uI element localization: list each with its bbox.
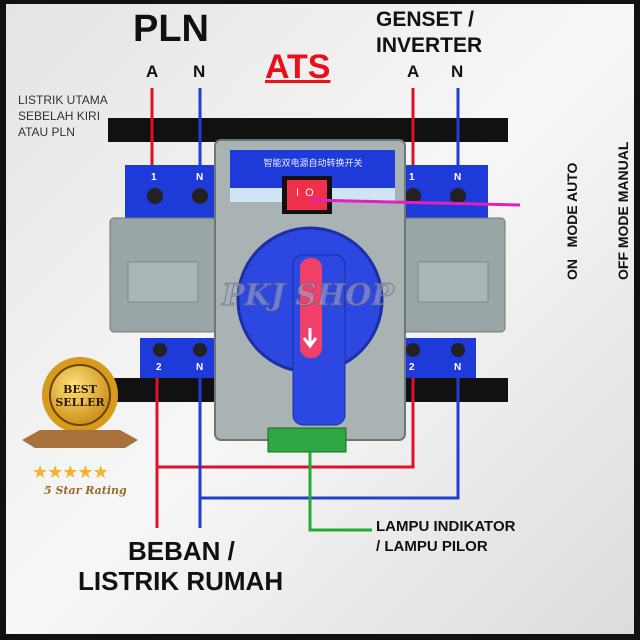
note-line: ATAU PLN <box>18 125 75 139</box>
left-neutral-label: N <box>193 62 206 81</box>
right-neutral-label: N <box>451 62 464 81</box>
load-neutral-bridge <box>198 378 460 500</box>
terminal-label: N <box>196 362 204 373</box>
mode-pointer-line <box>309 198 521 207</box>
switch-label: I O <box>296 187 314 199</box>
badge-line: BEST <box>63 383 97 396</box>
arrow-down-icon <box>302 328 318 349</box>
star-icon: ★ <box>77 462 93 482</box>
terminal-label: 1 <box>151 172 157 183</box>
auto-manual-switch[interactable] <box>287 180 327 210</box>
star-rating: ★★★★★ <box>32 462 109 483</box>
genset-title-line2: INVERTER <box>376 34 483 57</box>
load-label-line1: BEBAN / <box>128 536 235 566</box>
mode-auto-label: ON MODE AUTO <box>564 162 580 280</box>
indicator-label-line1: LAMPU INDIKATOR <box>376 518 516 535</box>
terminal-label: 2 <box>409 362 415 373</box>
note-line: SEBELAH KIRI <box>18 109 101 123</box>
best-seller-badge <box>22 357 138 448</box>
star-icon: ★ <box>32 462 48 482</box>
terminal-label: N <box>196 172 204 183</box>
badge-line: SELLER <box>55 396 105 409</box>
terminal-label: N <box>454 172 462 183</box>
indicator-wire <box>308 452 372 532</box>
load-label-line2: LISTRIK RUMAH <box>78 566 284 596</box>
load-phase-bridge <box>155 378 415 469</box>
note-line: LISTRIK UTAMA <box>18 93 108 107</box>
left-phase-label: A <box>146 62 159 81</box>
pln-title: PLN <box>133 8 209 50</box>
rating-text: 5 Star Rating <box>44 484 127 497</box>
watermark: PKJ SHOP <box>222 278 395 314</box>
badge-text: BEST SELLER <box>52 383 108 409</box>
star-icon: ★ <box>92 462 109 482</box>
top-rail <box>108 118 508 142</box>
star-icon: ★ <box>62 462 78 482</box>
main-source-note: LISTRIK UTAMA SEBELAH KIRI ATAU PLN <box>18 92 108 140</box>
indicator-connector <box>267 427 347 453</box>
star-icon: ★ <box>47 462 63 482</box>
left-bottom-terminal-block <box>140 338 216 378</box>
right-phase-label: A <box>407 62 420 81</box>
terminal-label: 1 <box>409 172 415 183</box>
indicator-label-line2: / LAMPU PILOR <box>376 538 488 555</box>
terminal-label: 2 <box>156 362 162 373</box>
terminal-label: N <box>454 362 462 373</box>
panel-label: 智能双电源自动转换开关 <box>263 159 363 169</box>
genset-title-line1: GENSET / <box>376 8 475 31</box>
mode-labels: ON MODE AUTO OFF MODE MANUAL <box>530 142 640 280</box>
mode-manual-label: OFF MODE MANUAL <box>615 141 631 280</box>
ats-title: ATS <box>265 48 331 86</box>
